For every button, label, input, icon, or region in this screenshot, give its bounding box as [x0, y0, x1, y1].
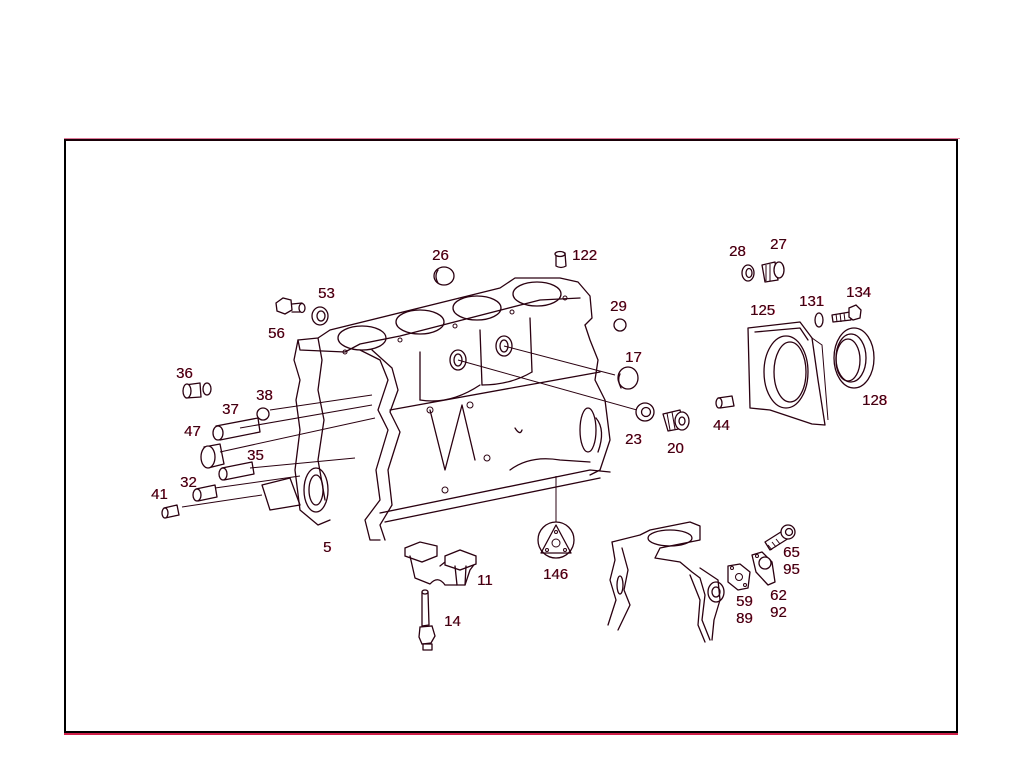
part-125-seal-carrier	[747, 321, 829, 426]
callout-65-95: 65 95	[783, 544, 800, 578]
part-17-plug	[617, 366, 639, 390]
part-134-bolt	[831, 304, 862, 323]
callout-14: 14	[444, 613, 461, 630]
part-53-seal	[311, 306, 329, 326]
leader-lines	[181, 345, 638, 522]
callout-26: 26	[432, 247, 449, 264]
part-47-sleeve	[200, 443, 225, 469]
callout-122: 122	[572, 247, 598, 264]
frame-top-edge	[64, 138, 960, 139]
part-27-plug	[761, 261, 785, 283]
part-29-ball	[613, 318, 627, 332]
part-44-dowel	[715, 395, 735, 409]
callout-134: 134	[846, 284, 872, 301]
part-20-plug	[662, 409, 690, 432]
part-35-pin	[218, 461, 255, 481]
callout-131: 131	[799, 293, 825, 310]
part-65-95-bolt	[764, 524, 796, 551]
frame-bottom-edge	[64, 733, 958, 735]
diagram-frame	[64, 139, 958, 733]
callout-38: 38	[256, 387, 273, 404]
part-146-cover	[537, 521, 575, 559]
callout-35: 35	[247, 447, 264, 464]
crankcase-block	[261, 277, 611, 541]
callout-53: 53	[318, 285, 335, 302]
callout-20: 20	[667, 440, 684, 457]
callout-92: 92	[770, 603, 787, 621]
part-26-plug	[433, 266, 455, 286]
part-38-ball	[256, 407, 270, 421]
callout-56: 56	[268, 325, 285, 342]
part-28-washer	[741, 264, 755, 282]
callout-36: 36	[176, 365, 193, 382]
callout-128: 128	[862, 392, 888, 409]
part-62-92-flange	[751, 551, 776, 586]
part-59-89-gasket	[727, 563, 751, 591]
callout-59: 59	[736, 593, 753, 610]
callout-95: 95	[783, 560, 800, 578]
part-122-dowel	[554, 250, 567, 269]
callout-29: 29	[610, 298, 627, 315]
callout-23: 23	[625, 431, 642, 448]
callout-41: 41	[151, 486, 168, 503]
callout-17: 17	[625, 349, 642, 366]
callout-125: 125	[750, 302, 776, 319]
callout-59-89: 59 89	[736, 593, 753, 627]
part-128-radial-seal	[833, 327, 875, 389]
part-32-pin	[192, 484, 218, 502]
callout-32: 32	[180, 474, 197, 491]
part-36-plug	[182, 382, 212, 399]
callout-37: 37	[222, 401, 239, 418]
callout-28: 28	[729, 243, 746, 260]
callout-11: 11	[477, 572, 493, 589]
part-41-pin	[161, 504, 180, 519]
part-37-sleeve	[212, 417, 261, 441]
callout-62-92: 62 92	[770, 587, 787, 621]
callout-27: 27	[770, 236, 787, 253]
callout-89: 89	[736, 609, 753, 627]
part-14-stud	[418, 589, 436, 651]
callout-47: 47	[184, 423, 201, 440]
callout-5: 5	[323, 539, 332, 556]
part-56-bolt	[275, 297, 306, 315]
callout-62: 62	[770, 587, 787, 604]
part-131-washer	[814, 312, 824, 328]
callout-146: 146	[543, 566, 569, 583]
timing-case-section	[607, 521, 725, 643]
callout-44: 44	[713, 417, 730, 434]
callout-65: 65	[783, 544, 800, 561]
part-23-washer	[635, 402, 655, 422]
part-11-bearing-cap	[404, 541, 477, 586]
